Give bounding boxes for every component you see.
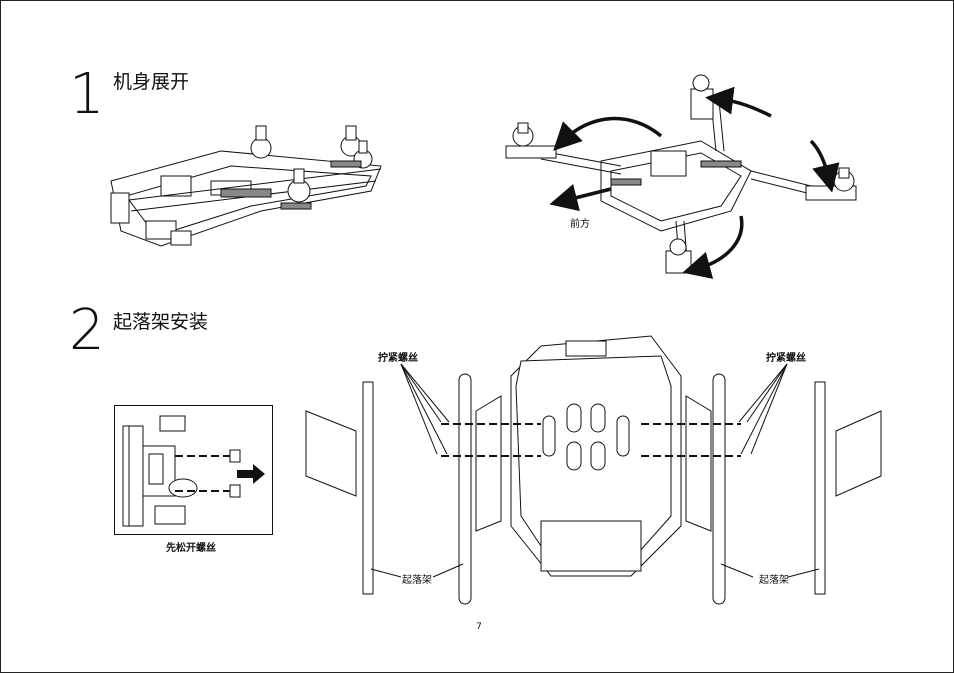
tighten-screws-left-label: 拧紧螺丝: [378, 349, 418, 364]
page-number: 7: [473, 622, 485, 632]
step-1-number: 1: [69, 67, 105, 123]
forward-label: 前方: [570, 215, 590, 230]
landing-gear-left-label: 起落架: [402, 571, 432, 586]
loosen-screws-inset: [114, 405, 273, 535]
step-2-title: 起落架安装: [113, 307, 208, 334]
tighten-screws-right-label: 拧紧螺丝: [766, 349, 806, 364]
landing-gear-illustration: [301, 326, 891, 611]
unfolded-frame-illustration: [501, 71, 871, 286]
step-2-number: 2: [69, 303, 105, 359]
folded-frame-illustration: [101, 121, 391, 256]
inset-illustration: [115, 406, 272, 534]
step-1-title: 机身展开: [113, 67, 189, 94]
loosen-screws-label: 先松开螺丝: [166, 539, 216, 554]
landing-gear-right-label: 起落架: [759, 571, 789, 586]
